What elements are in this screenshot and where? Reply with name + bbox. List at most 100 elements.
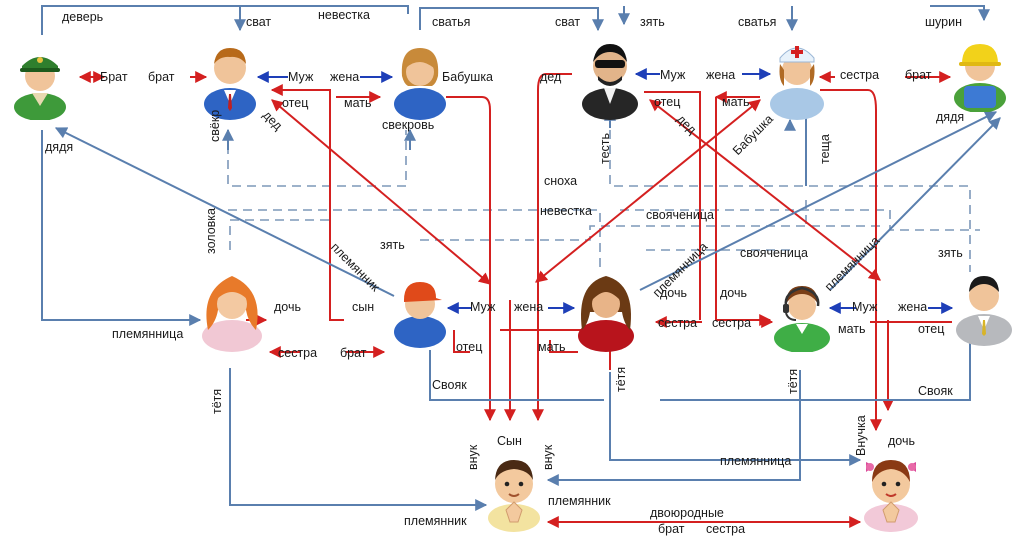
label-vnuchka: Внучка (854, 415, 868, 456)
label-sestra-2: сестра (658, 316, 698, 330)
label-snokha: сноха (544, 174, 578, 188)
label-tyotya-2: тётя (614, 366, 628, 392)
label-brat-5: брат (658, 522, 685, 536)
vnuchka-girl-icon (864, 460, 918, 532)
label-teshcha: теща (818, 134, 832, 164)
label-muzh-2: Муж (660, 68, 686, 82)
svoyachenitsa-operator-icon (774, 286, 830, 352)
label-tyotya-1: тётя (210, 388, 224, 414)
label-zyat-top: зять (640, 15, 665, 29)
label-doch-1: дочь (274, 300, 301, 314)
svekor-man-icon (204, 48, 256, 120)
red-arrows (78, 71, 952, 528)
label-vnuk-2: внук (541, 444, 555, 470)
label-otec-2: отец (654, 95, 681, 109)
label-zyat-mid: зять (380, 238, 405, 252)
label-mat-4: мать (538, 340, 566, 354)
label-dyadya-2: дядя (936, 110, 965, 124)
label-plemyannitsa-left: племянница (112, 327, 184, 341)
label-svoyak-2: Свояк (918, 384, 953, 398)
label-brat-2: брат (148, 70, 175, 84)
label-zhena-4: жена (898, 300, 928, 314)
spouse-arrows (256, 68, 954, 314)
label-nevestka-top: невестка (318, 8, 370, 22)
vnuk-boy-icon (488, 460, 540, 532)
label-zyat-right: зять (938, 246, 963, 260)
link-vnuchka (820, 89, 882, 432)
label-brat-4: брат (340, 346, 367, 360)
link-ded-1 (271, 99, 491, 285)
label-zolovka: золовка (204, 208, 218, 254)
label-sestra-1: сестра (840, 68, 880, 82)
label-sestra-4: сестра (278, 346, 318, 360)
zyat-man-icon (956, 276, 1012, 346)
label-muzh-3: Муж (470, 300, 496, 314)
label-brat-1: Брат (100, 70, 128, 84)
label-svatya-2: сватья (738, 15, 777, 29)
top-connectors (41, 5, 990, 35)
label-brat-3: брат (905, 68, 932, 82)
dash-test-shurin (609, 130, 971, 272)
label-otec-3: отец (918, 322, 945, 336)
svekrov-woman-icon (394, 48, 446, 120)
label-sestra-3: сестра (712, 316, 752, 330)
label-babushka-1: Бабушка (442, 70, 494, 84)
label-doch-2: дочь (660, 286, 687, 300)
label-syn-2: Сын (497, 434, 522, 448)
link-babushka-2 (535, 99, 761, 283)
label-svoyachenitsa-2: свояченица (740, 246, 808, 260)
link-plemyannitsa-diag (639, 111, 998, 291)
link-plemyannik-diag (54, 127, 395, 297)
label-svat-2: сват (555, 15, 581, 29)
label-svoyachenitsa-1: свояченица (646, 208, 714, 222)
label-muzh-4: Муж (852, 300, 878, 314)
link-svoyak-2 (660, 340, 971, 401)
label-shurin: шурин (925, 15, 962, 29)
label-doch-3: дочь (720, 286, 747, 300)
label-deverj: деверь (62, 10, 104, 24)
label-svat-1: сват (246, 15, 272, 29)
label-doch-4: дочь (888, 434, 915, 448)
link-tyotya-1 (229, 368, 488, 511)
label-test: тесть (598, 132, 612, 164)
uncle-military-icon (14, 57, 66, 120)
test-man-icon (582, 44, 638, 120)
link-babushka-1 (446, 96, 496, 422)
link-deverj (41, 5, 409, 35)
gray-connectors (41, 108, 1001, 511)
zhena-woman-icon (578, 276, 634, 352)
label-tyotya-3: тётя (786, 368, 800, 394)
label-dvoyurodnye: двоюродные (650, 506, 724, 520)
label-mat-1: мать (344, 96, 372, 110)
label-zhena-3: жена (514, 300, 544, 314)
label-svekrov: свекровь (382, 118, 435, 132)
label-otec-1: отец (282, 96, 309, 110)
label-vnuk-1: внук (466, 444, 480, 470)
link-plemyannik-low (546, 370, 801, 486)
label-dyadya-1: дядя (45, 140, 74, 154)
label-mat-3: мать (838, 322, 866, 336)
link-plemyannitsa-low (609, 372, 862, 466)
label-otec-4: отец (456, 340, 483, 354)
label-zhena-2: жена (706, 68, 736, 82)
label-svatya-1: сватья (432, 15, 471, 29)
label-syn-1: сын (352, 300, 375, 314)
link-plemyannitsa-1 (41, 130, 202, 326)
teshcha-nurse-icon (770, 46, 824, 120)
link-ded-2 (532, 73, 572, 422)
label-plemyannik-low-2: племянник (404, 514, 467, 528)
link-ded-3 (649, 99, 881, 281)
label-zhena-1: жена (330, 70, 360, 84)
label-plemyannitsa-low: племянница (720, 454, 792, 468)
label-svekor: свёкр (208, 109, 222, 142)
zolovka-woman-icon (202, 276, 262, 352)
link-shurin (930, 5, 990, 22)
label-mat-2: мать (722, 95, 750, 109)
label-muzh-1: Муж (288, 70, 314, 84)
link-svatya-1 (419, 7, 604, 32)
label-plemyannik-low-1: племянник (548, 494, 611, 508)
label-nevestka-mid: невестка (540, 204, 592, 218)
dyadya-builder-icon (954, 44, 1006, 112)
